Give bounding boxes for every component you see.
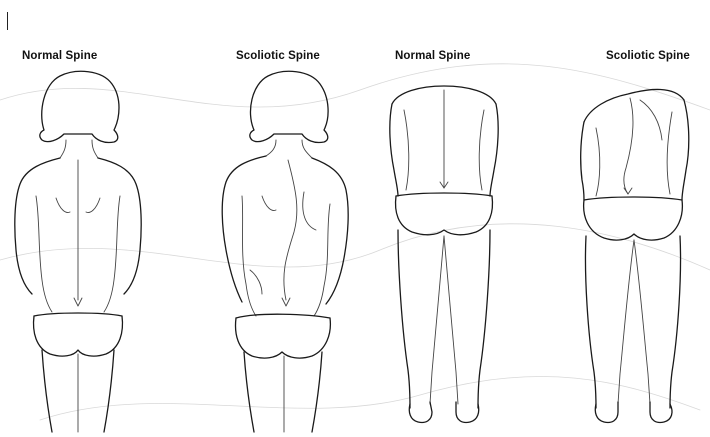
figure-scoliotic-spine-bending [581, 89, 689, 422]
background-texture [0, 64, 710, 420]
figure-scoliotic-spine-standing [222, 71, 348, 432]
figure-normal-spine-standing [15, 71, 141, 432]
figure-normal-spine-bending [390, 86, 498, 423]
